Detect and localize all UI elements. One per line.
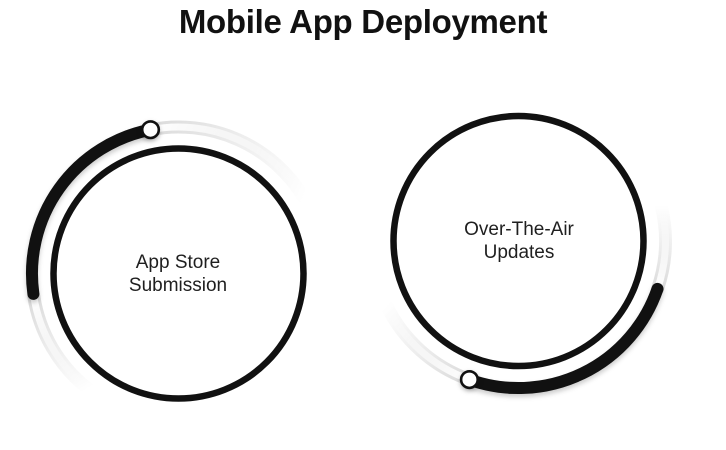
node-circle-ota-updates (390, 112, 647, 370)
track-arc-highlight (147, 123, 308, 202)
progress-arc (463, 282, 664, 395)
progress-arc (25, 123, 157, 300)
track-arc-highlight (30, 292, 92, 393)
node-label-app-store-submission: App Store Submission (128, 252, 228, 296)
ring-over-the-air-updates (379, 112, 672, 395)
progress-knob-icon (459, 370, 480, 390)
progress-knob-icon (140, 120, 161, 140)
node-label-over-the-air-updates: Over-The-Air Updates (464, 219, 574, 263)
page-title: Mobile App Deployment (178, 3, 548, 40)
ring-app-store-submission (25, 120, 311, 402)
track-arc-highlight (654, 201, 669, 293)
track-arc-highlight (382, 301, 473, 384)
node-circle-app-store (50, 145, 307, 402)
